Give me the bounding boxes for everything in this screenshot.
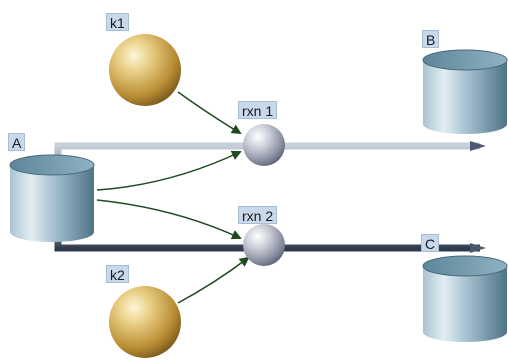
species-b-cylinder[interactable] (422, 49, 508, 134)
species-a-cylinder[interactable] (9, 154, 95, 242)
species-c-cylinder[interactable] (422, 255, 508, 342)
pipe-end-b (470, 141, 486, 151)
reaction-rxn1-sphere[interactable] (243, 124, 285, 166)
pipe-end-c (470, 243, 486, 253)
label-b: B (422, 30, 440, 48)
reaction-rxn2-sphere[interactable] (243, 224, 285, 266)
arrow-k1-to-rxn1 (177, 91, 242, 135)
label-rxn2: rxn 2 (238, 206, 278, 224)
modifier-arrows (96, 91, 250, 304)
label-c: C (421, 234, 440, 252)
parameter-k1-sphere[interactable] (109, 34, 181, 106)
parameter-k2-sphere[interactable] (109, 286, 181, 358)
label-k2: k2 (106, 265, 129, 283)
arrow-k2-to-rxn2 (177, 256, 250, 304)
arrow-a-to-rxn1 (96, 150, 242, 191)
arrow-a-to-rxn2 (96, 199, 242, 240)
label-a: A (8, 133, 26, 151)
label-rxn1: rxn 1 (238, 101, 278, 119)
label-k1: k1 (106, 13, 129, 31)
